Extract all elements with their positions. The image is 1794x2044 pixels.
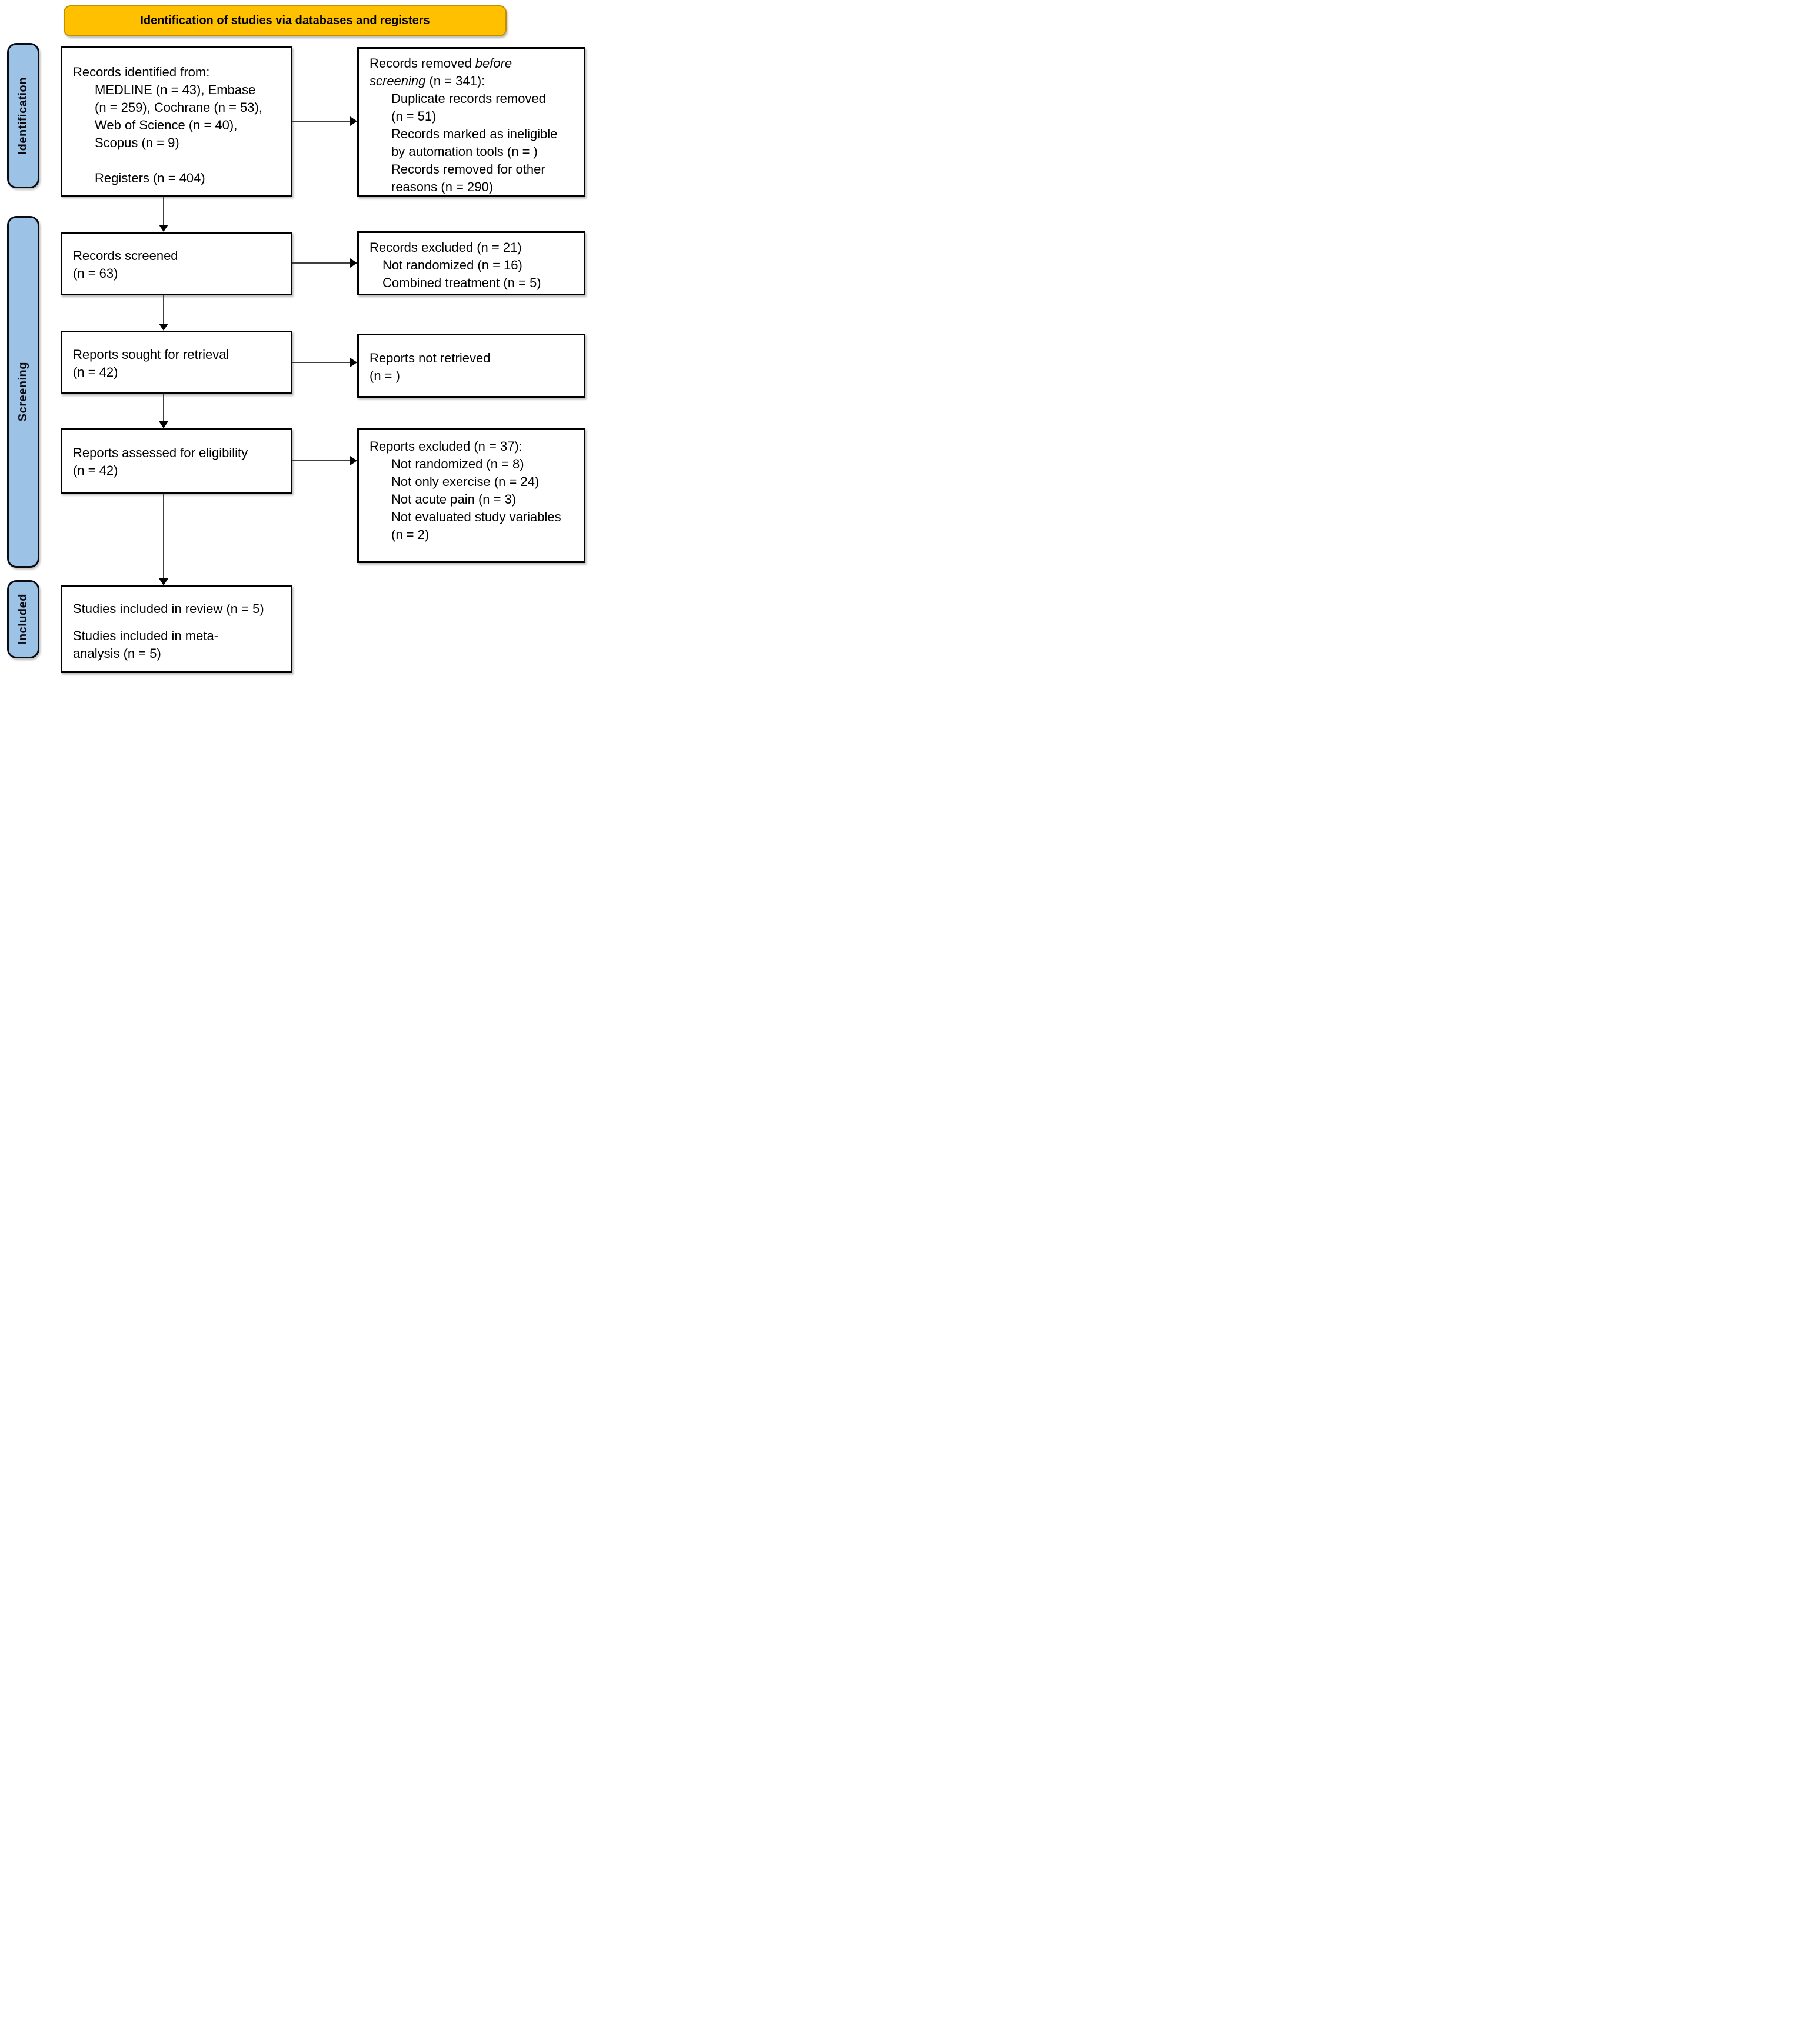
box-studies-included: Studies included in review (n = 5) Studi…: [61, 585, 292, 673]
italic-text: before: [475, 56, 512, 71]
box-line: (n = 259), Cochrane (n = 53),: [95, 100, 262, 115]
box-line: Records marked as ineligible: [391, 126, 558, 141]
box-records-removed: Records removed before screening (n = 34…: [357, 47, 585, 197]
box-line: Not only exercise (n = 24): [391, 474, 540, 489]
box-line: (n = 42): [73, 463, 118, 478]
box-line: Records identified from:: [73, 65, 210, 79]
stage-included-label: Included: [16, 594, 29, 645]
box-line: Scopus (n = 9): [95, 135, 179, 150]
banner-title: Identification of studies via databases …: [64, 5, 507, 36]
box-records-identified: Records identified from: MEDLINE (n = 43…: [61, 46, 292, 197]
box-line: reasons (n = 290): [391, 179, 494, 194]
stage-included: Included: [7, 580, 39, 658]
box-records-screened: Records screened (n = 63): [61, 232, 292, 295]
box-line: Reports sought for retrieval: [73, 347, 229, 362]
prisma-flow-diagram: Identification of studies via databases …: [0, 0, 598, 681]
box-line: Records excluded (n = 21): [370, 240, 522, 255]
box-line: Registers (n = 404): [95, 171, 205, 185]
box-line: Reports assessed for eligibility: [73, 445, 248, 460]
box-records-excluded: Records excluded (n = 21) Not randomized…: [357, 231, 585, 295]
box-line: Not randomized (n = 8): [391, 457, 524, 471]
box-reports-sought: Reports sought for retrieval (n = 42): [61, 331, 292, 394]
box-reports-assessed: Reports assessed for eligibility (n = 42…: [61, 428, 292, 494]
box-line: Studies included in review (n = 5): [73, 601, 264, 616]
banner-title-label: Identification of studies via databases …: [140, 14, 430, 27]
box-line: analysis (n = 5): [73, 646, 161, 661]
stage-identification: Identification: [7, 43, 39, 188]
box-line: Combined treatment (n = 5): [382, 275, 541, 290]
box-line: (n = 42): [73, 365, 118, 379]
box-line: screening (n = 341):: [370, 74, 485, 88]
box-reports-excluded: Reports excluded (n = 37): Not randomize…: [357, 428, 585, 563]
box-line-blank: [73, 618, 286, 627]
box-line: Records removed for other: [391, 162, 545, 177]
stage-screening: Screening: [7, 216, 39, 568]
box-line: (n = 2): [391, 527, 430, 542]
box-line: Records screened: [73, 248, 178, 263]
box-line: MEDLINE (n = 43), Embase: [95, 82, 256, 97]
box-reports-not-retrieved: Reports not retrieved (n = ): [357, 334, 585, 398]
italic-text: screening: [370, 74, 426, 88]
box-line: Reports excluded (n = 37):: [370, 439, 522, 454]
box-line: (n = 51): [391, 109, 437, 124]
box-line: Studies included in meta-: [73, 628, 219, 643]
box-line: (n = ): [370, 368, 400, 383]
box-line: Not evaluated study variables: [391, 510, 561, 524]
box-line: Not acute pain (n = 3): [391, 492, 517, 507]
box-line: by automation tools (n = ): [391, 144, 538, 159]
stage-identification-label: Identification: [16, 76, 29, 155]
box-line: Records removed before: [370, 56, 512, 71]
box-line: Reports not retrieved: [370, 351, 491, 365]
box-line: Web of Science (n = 40),: [95, 118, 238, 132]
box-line: Not randomized (n = 16): [382, 258, 522, 272]
stage-screening-label: Screening: [16, 362, 29, 422]
box-line-blank: [73, 152, 286, 169]
box-line: (n = 63): [73, 266, 118, 281]
box-line: Duplicate records removed: [391, 91, 546, 106]
